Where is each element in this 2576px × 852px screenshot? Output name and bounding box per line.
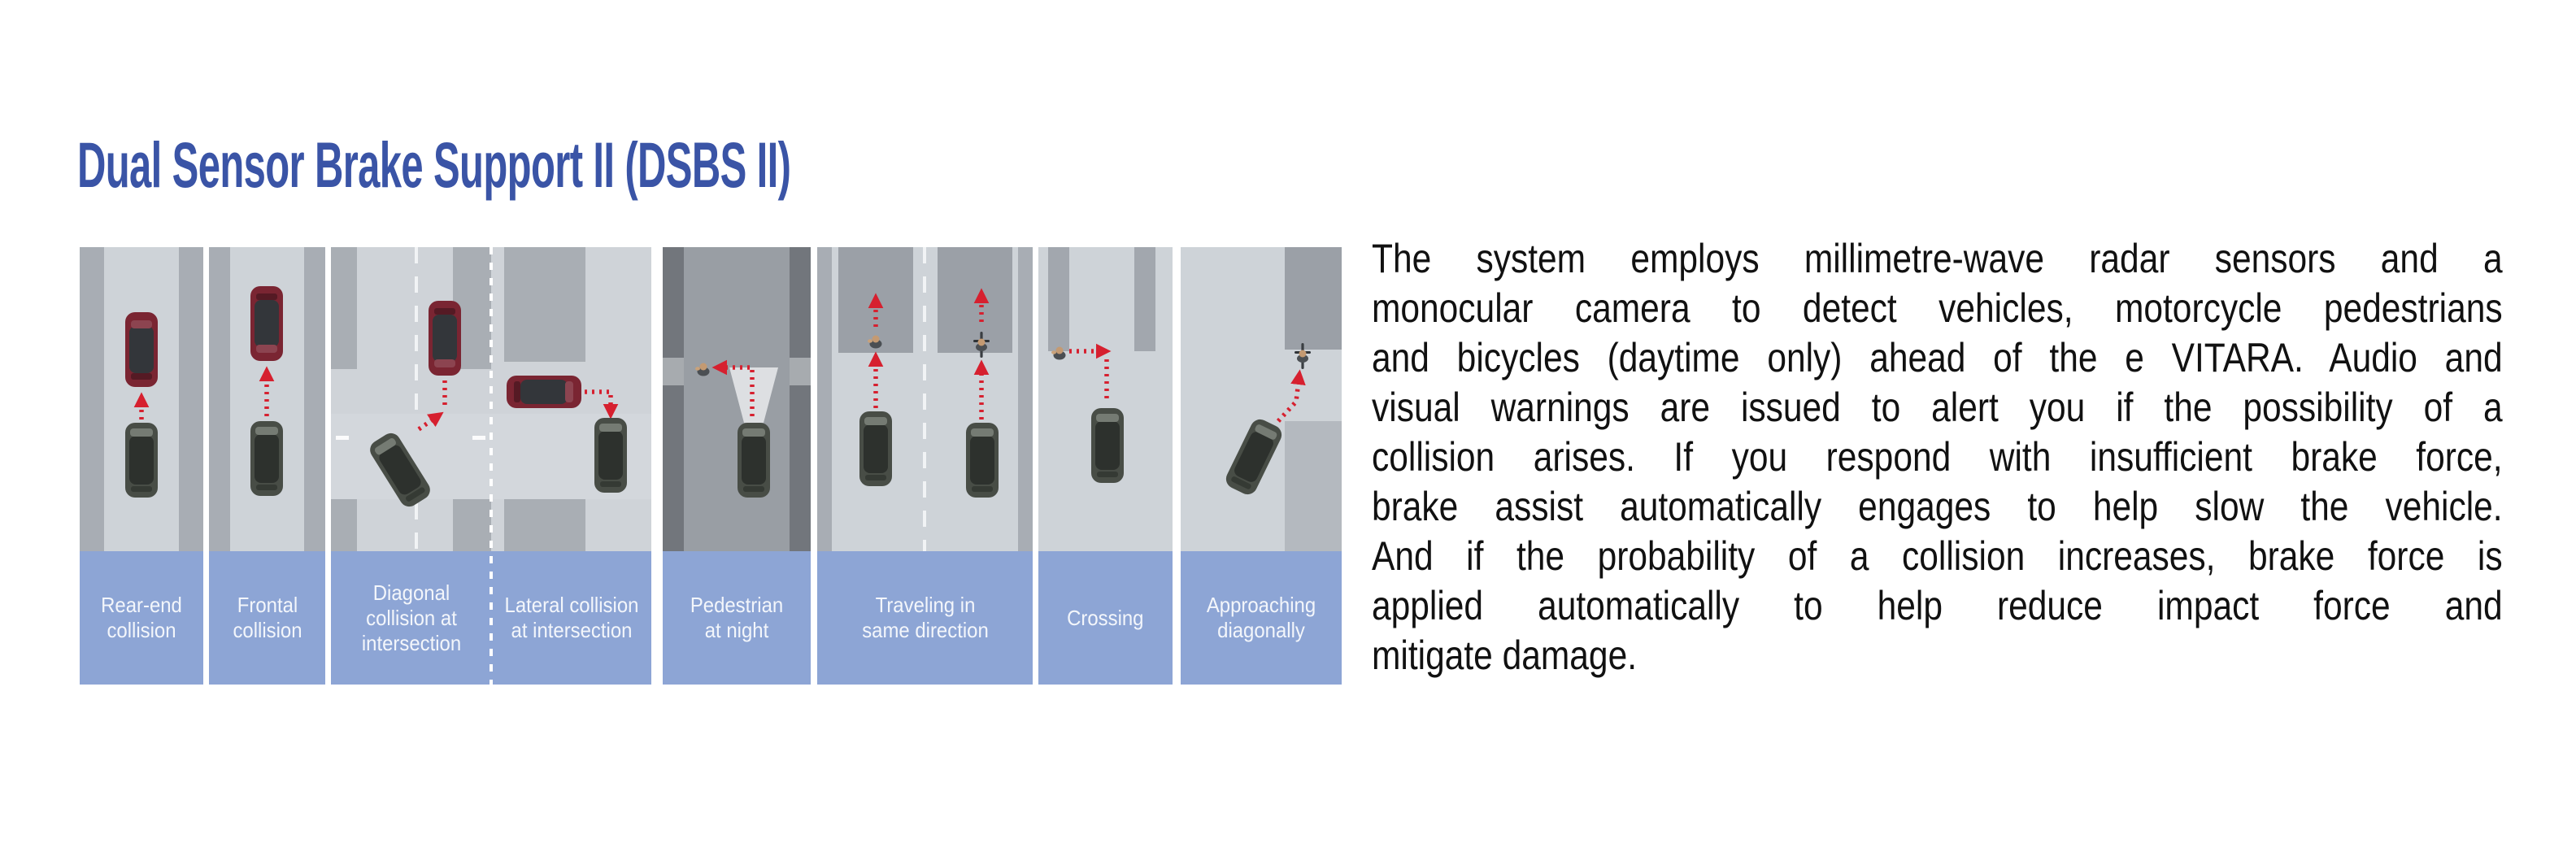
road-background (80, 247, 203, 551)
label-band: Frontal collision (209, 551, 325, 685)
panel-label: Diagonal collision at intersection (361, 580, 461, 655)
label-band: Crossing (1038, 551, 1173, 685)
description-paragraph: The system employs millimetre-wave radar… (1372, 234, 2503, 680)
label-band: Rear-end collision (80, 551, 203, 685)
panel-label: Lateral collision at intersection (504, 593, 638, 642)
scene-rear-end-collision (80, 247, 203, 551)
scene-crossing (1038, 247, 1173, 551)
panel-label: Frontal collision (232, 593, 302, 642)
page-title: Dual Sensor Brake Support II (DSBS II) (77, 128, 791, 201)
target-car-icon (250, 286, 283, 361)
label-band: Approaching diagonally (1181, 551, 1342, 685)
warning-path-icon (1276, 369, 1306, 423)
warning-path-icon (711, 359, 755, 416)
road-background (663, 247, 811, 551)
description-line: and bicycles (daytime only) ahead of the… (1372, 335, 2503, 380)
description-line: mitigate damage. (1372, 632, 1638, 678)
panel-traveling-in-same-direction: Traveling in same direction (817, 247, 1033, 685)
panel-crossing: Crossing (1038, 247, 1173, 685)
ego-car-icon (966, 423, 999, 498)
panel-frontal-collision: Frontal collision (209, 247, 325, 685)
panel-approaching-diagonally: Approaching diagonally (1181, 247, 1342, 685)
ego-car-icon (1091, 408, 1124, 483)
description-line: And if the probability of a collision in… (1372, 533, 2503, 579)
ego-car-icon (250, 421, 283, 496)
description-line: brake assist automatically engages to he… (1372, 484, 2503, 529)
panel-rear-end-collision: Rear-end collision (80, 247, 203, 685)
headlight-beam (729, 367, 778, 423)
ego-car-icon (594, 418, 627, 493)
ego-car-icon (859, 411, 892, 486)
ego-car-icon (738, 423, 770, 498)
panel-label: Traveling in same direction (861, 593, 989, 642)
road-background (817, 247, 1033, 551)
scene-approaching-diagonally (1181, 247, 1342, 551)
panel-divider-dashed (490, 247, 493, 685)
description-line: monocular camera to detect vehicles, mot… (1372, 285, 2503, 331)
label-band: Traveling in same direction (817, 551, 1033, 685)
panel-intersection-block: Diagonal collision at intersection Later… (331, 247, 651, 685)
panel-label: Pedestrian at night (690, 593, 784, 642)
road-background (1038, 247, 1173, 551)
road-background (1181, 247, 1342, 551)
target-car-icon (507, 376, 581, 408)
panel-label: Approaching diagonally (1206, 593, 1316, 642)
panel-label: Crossing (1067, 605, 1144, 630)
target-car-icon (125, 312, 158, 387)
dsbs-scenario-strip: Rear-end collision Frontal collision (80, 247, 1342, 685)
description-line: collision arises. If you respond with in… (1372, 434, 2503, 480)
warning-path-icon (585, 389, 619, 419)
scene-traveling-in-same-direction (817, 247, 1033, 551)
ego-car-icon (125, 423, 158, 498)
description-line: applied automatically to help reduce imp… (1372, 583, 2503, 628)
target-car-icon (429, 301, 461, 376)
scene-frontal-collision (209, 247, 325, 551)
label-band: Pedestrian at night (663, 551, 811, 685)
panel-label: Rear-end collision (101, 593, 182, 642)
description-line: visual warnings are issued to alert you … (1372, 385, 2503, 430)
scene-pedestrian-at-night (663, 247, 811, 551)
panel-pedestrian-at-night: Pedestrian at night (663, 247, 811, 685)
description-line: The system employs millimetre-wave radar… (1372, 236, 2503, 281)
